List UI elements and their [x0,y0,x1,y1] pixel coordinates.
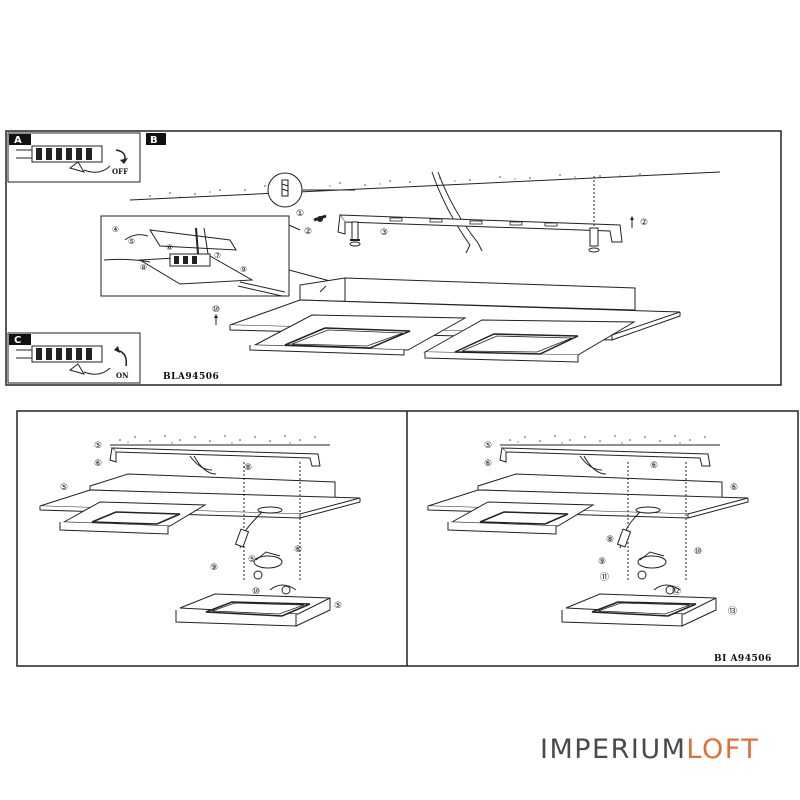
panel-c-label: C [14,335,21,346]
panel-a-label: A [14,135,22,146]
ceiling-top [129,171,721,201]
callout-10: ⑩ [212,305,220,315]
panel-b-label: B [150,135,158,146]
bottom-right-callouts: ⑤ ⑥ ⑥ ⑥ ⑧ ⑨ ⑩ ⑪ ⑫ ⑬ [484,441,738,617]
panel-b: B [146,133,166,146]
callout-5: ⑤ [128,237,135,246]
callout-10-group: ⑩ [212,305,220,325]
br-callout-6: ⑥ [484,459,492,469]
top-callouts: ① ② ③ ② [296,209,648,238]
bl-callout-5b: ⑤ [60,483,68,493]
bl-callout-6b: ⑥ [294,545,302,555]
callout-4: ④ [112,225,119,234]
br-callout-5: ⑤ [484,441,492,451]
luminaire-top [229,277,681,363]
wiring-detail-inset: ④ ⑤ ⑥ ⑦ ⑧ ⑨ [100,215,346,297]
br-callout-6c: ⑥ [730,483,738,493]
callout-2: ② [304,227,312,237]
brand-part2: LOFT [686,734,760,765]
bl-callout-10: ⑩ [252,587,260,597]
switch-off-label: OFF [112,167,128,176]
bottom-left-assembly [39,435,361,627]
model-code-top: BLA94506 [163,372,220,382]
bl-callout-6: ⑥ [94,459,102,469]
supply-cable [431,171,483,254]
callout-7: ⑦ [214,251,221,260]
top-frame [5,130,782,386]
panel-a: A OFF [7,132,141,183]
wall-plug-right [588,176,600,253]
bl-callout-8: ⑧ [244,463,252,473]
bottom-right-assembly [427,435,749,627]
callout-3: ③ [380,228,388,238]
bl-callout-5d: ⑤ [334,601,342,611]
br-callout-12: ⑫ [672,586,681,597]
mounting-bracket [337,214,623,243]
br-callout-6b: ⑥ [650,461,658,471]
br-callout-9: ⑨ [598,557,606,567]
bl-callout-5c: ⑤ [248,555,256,565]
brand-logo: IMPERIUMLOFT [540,734,759,765]
bottom-left-callouts: ⑤ ⑥ ⑤ ⑧ ⑤ ⑥ ⑨ ⑩ ⑤ [60,441,342,611]
br-callout-11: ⑪ [600,572,609,583]
screw-detail-bubble [267,172,355,208]
switch-off-icon [16,145,128,173]
brand-part1: IMPERIUM [540,734,687,765]
switch-on-label: ON [116,371,129,380]
br-callout-8: ⑧ [606,535,614,545]
bl-callout-9: ⑨ [210,563,218,573]
bl-callout-5: ⑤ [94,441,102,451]
model-code-bottom: BI A94506 [714,654,772,664]
panel-c: C ON [7,332,141,384]
callout-8: ⑧ [140,263,147,272]
callout-2b: ② [640,218,648,228]
screwdriver-icon [313,214,327,222]
wall-plug-left [349,221,361,247]
callout-9: ⑨ [240,265,247,274]
br-callout-10: ⑩ [694,547,702,557]
callout-6: ⑥ [166,243,173,252]
switch-on-icon [16,345,128,375]
callout-1: ① [296,209,304,219]
br-callout-13: ⑬ [728,606,737,617]
